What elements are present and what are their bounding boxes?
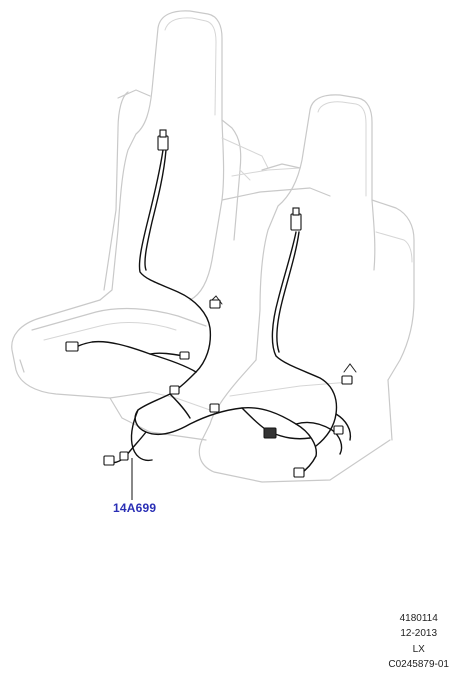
model-code: LX [412, 643, 425, 655]
illustration-info-block: 4180114 12-2013 LX C0245879-01 [388, 611, 449, 672]
illustration-number: 4180114 [399, 613, 438, 624]
illustration-date: 12-2013 [400, 628, 438, 640]
seat-outline [11, 10, 415, 483]
part-number-callout[interactable]: 14A699 [113, 501, 157, 515]
wiring-harness [65, 129, 357, 478]
reference-code: C0245879-01 [388, 658, 449, 670]
